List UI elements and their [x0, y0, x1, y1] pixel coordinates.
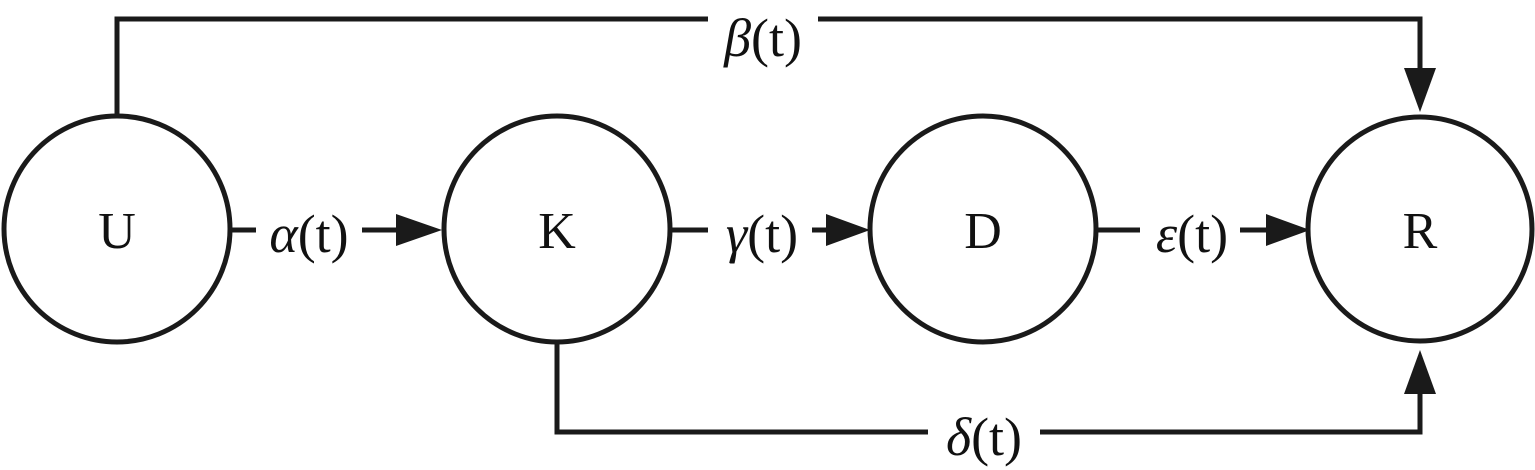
node-r: R — [1305, 114, 1535, 344]
node-u-label: U — [98, 203, 136, 260]
edge-u-to-r-arrowhead — [1404, 68, 1436, 112]
edge-d-to-r-arrowhead — [1266, 214, 1310, 246]
edge-u-to-r-label-bg — [708, 0, 818, 64]
edge-u-to-r-symbol: β — [723, 8, 751, 68]
edge-d-to-r-arg: (t) — [1177, 204, 1228, 264]
edge-d-to-r-label: ε(t) — [1156, 204, 1228, 264]
node-d: D — [867, 113, 1099, 345]
edge-k-to-d-symbol: γ — [726, 204, 749, 264]
edge-u-to-k-label: α(t) — [269, 204, 348, 264]
node-k-label: K — [538, 203, 576, 260]
edge-k-to-r-label: δ(t) — [946, 407, 1022, 467]
edge-u-to-k-arrowhead — [396, 214, 442, 246]
edge-k-to-d-arg: (t) — [747, 204, 798, 264]
edge-u-to-r-arg: (t) — [751, 8, 802, 68]
node-k: K — [441, 113, 673, 345]
node-d-circle — [867, 113, 1099, 345]
edge-k-to-d-label: γ(t) — [726, 204, 798, 264]
edge-u-to-k-symbol: α — [269, 204, 299, 264]
edge-k-to-r-label-bg — [928, 406, 1040, 470]
edge-k-to-r-symbol: δ — [946, 407, 972, 467]
node-u: U — [1, 113, 233, 345]
edge-k-to-d-arrowhead — [826, 214, 870, 246]
node-k-circle — [441, 113, 673, 345]
node-r-circle — [1305, 114, 1535, 344]
node-u-circle — [1, 113, 233, 345]
edge-k-to-r-arrowhead — [1404, 350, 1436, 394]
node-d-label: D — [964, 203, 1002, 260]
node-r-label: R — [1403, 203, 1438, 260]
edge-k-to-r-arg: (t) — [971, 407, 1022, 467]
edge-d-to-r-symbol: ε — [1156, 204, 1178, 264]
edge-u-to-r-label: β(t) — [723, 8, 802, 68]
edge-u-to-k-arg: (t) — [298, 204, 349, 264]
